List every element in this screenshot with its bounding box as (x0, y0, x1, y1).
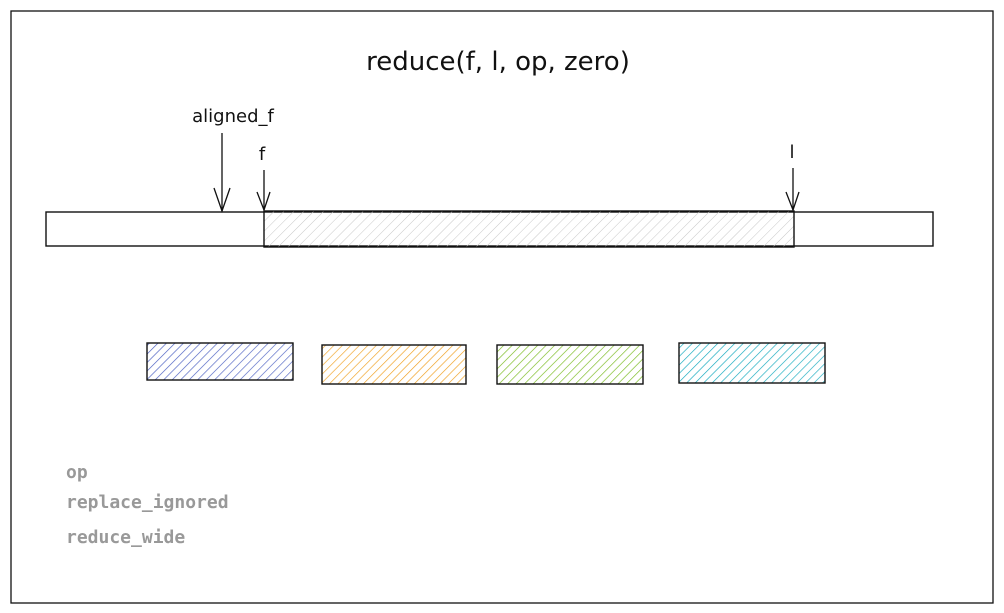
outer-frame (10, 10, 994, 604)
code-label-replace-ignored: replace_ignored (66, 492, 229, 513)
chunk-block-4 (678, 342, 826, 384)
l-label: l (789, 142, 794, 163)
aligned-f-label: aligned_f (192, 106, 274, 127)
chunk-block-1 (146, 342, 294, 381)
l-arrow (785, 168, 800, 212)
f-arrow (256, 170, 271, 212)
chunk-block-2 (321, 344, 467, 385)
aligned-f-arrow (213, 133, 231, 213)
selected-range (263, 210, 795, 248)
diagram-title: reduce(f, l, op, zero) (366, 47, 630, 77)
code-label-reduce-wide: reduce_wide (66, 527, 185, 548)
code-label-op: op (66, 462, 88, 483)
chunk-block-3 (496, 344, 644, 385)
f-label: f (259, 144, 266, 165)
